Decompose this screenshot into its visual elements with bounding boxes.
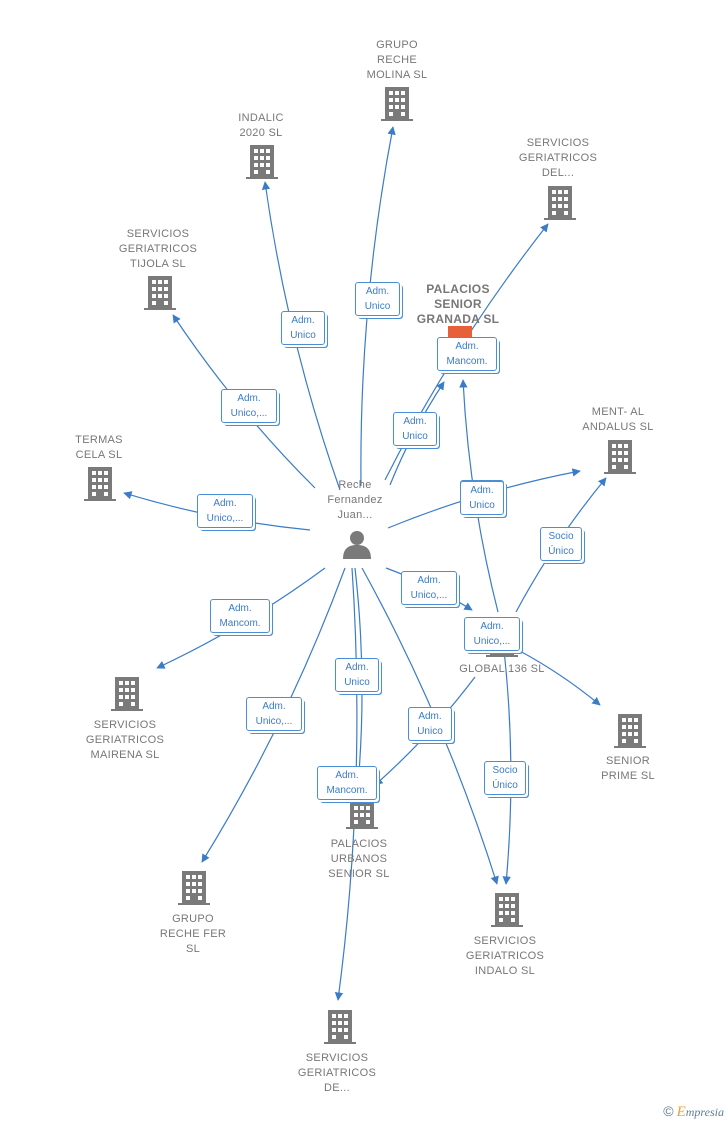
node-label-senior-prime[interactable]: SENIOR PRIME SL	[601, 755, 655, 782]
building-icon[interactable]	[604, 440, 636, 474]
edge-label-palacios-senior-granada[interactable]: Adm. Unico	[460, 481, 504, 515]
node-label-servicios-geriatricos-indalo[interactable]: SERVICIOS GERIATRICOS INDALO SL	[465, 935, 545, 977]
building-icon[interactable]	[491, 893, 523, 927]
node-label-grupo-reche-fer[interactable]: GRUPO RECHE FER SL	[159, 913, 227, 955]
node-label-servicios-geriatricos-del[interactable]: SERVICIOS GERIATRICOS DEL...	[518, 137, 598, 179]
node-label-ment-al-andalus[interactable]: MENT- AL ANDALUS SL	[582, 406, 654, 433]
node-label-indalic-2020[interactable]: INDALIC 2020 SL	[238, 112, 284, 139]
node-label-reche-fernandez-juan[interactable]: Reche Fernandez Juan...	[327, 479, 383, 521]
building-icon[interactable]	[111, 677, 143, 711]
node-label-servicios-geriatricos-tijola[interactable]: SERVICIOS GERIATRICOS TIJOLA SL	[118, 228, 198, 270]
node-label-palacios-senior-granada[interactable]: PALACIOS SENIOR GRANADA SL	[416, 282, 500, 326]
edge-label-servicios-geriatricos-indalo[interactable]: Socio Único	[484, 761, 526, 795]
building-icon[interactable]	[614, 714, 646, 748]
copyright-icon: ©	[663, 1103, 674, 1119]
brand-initial: E	[676, 1104, 686, 1120]
edge-label-termas-cela[interactable]: Adm. Unico,...	[197, 494, 253, 528]
edge-label-servicios-geriatricos-tijola[interactable]: Adm. Unico,...	[221, 389, 277, 423]
edge-global-136-to-senior-prime	[517, 649, 601, 706]
edge-label-ment-al-andalus[interactable]: Socio Único	[540, 527, 582, 561]
edge-label-palacios-urbanos-senior[interactable]: Adm. Unico	[335, 658, 379, 692]
edge-label-global-136[interactable]: Adm. Unico,...	[401, 571, 457, 605]
node-label-global-136[interactable]: GLOBAL 136 SL	[459, 663, 545, 675]
edge-label-grupo-reche-molina[interactable]: Adm. Unico	[355, 282, 400, 316]
edge-label-servicios-geriatricos-mairena[interactable]: Adm. Mancom.	[210, 599, 270, 633]
brand-name[interactable]: mpresia	[685, 1105, 724, 1119]
building-icon[interactable]	[144, 276, 176, 310]
building-icon[interactable]	[324, 1010, 356, 1044]
node-label-grupo-reche-molina[interactable]: GRUPO RECHE MOLINA SL	[366, 39, 428, 81]
node-label-termas-cela[interactable]: TERMAS CELA SL	[75, 434, 123, 461]
edge-label-indalic-2020[interactable]: Adm. Unico	[281, 311, 325, 345]
building-icon[interactable]	[84, 467, 116, 501]
node-label-servicios-geriatricos-de[interactable]: SERVICIOS GERIATRICOS DE...	[297, 1052, 377, 1094]
node-label-palacios-urbanos-senior[interactable]: PALACIOS URBANOS SENIOR SL	[328, 838, 390, 880]
edge-label-servicios-geriatricos-del[interactable]: Adm. Unico	[393, 412, 437, 446]
person-icon[interactable]	[343, 531, 371, 559]
edge-label-grupo-reche-fer[interactable]: Adm. Unico,...	[246, 697, 302, 731]
empresia-footer: © Empresia	[663, 1103, 724, 1121]
edge-label-palacios-senior-granada[interactable]: Adm. Mancom.	[437, 337, 497, 371]
edge-label-servicios-geriatricos-de[interactable]: Adm. Mancom.	[317, 766, 377, 800]
edge-label-servicios-geriatricos-indalo[interactable]: Adm. Unico	[408, 707, 452, 741]
edge-label-senior-prime[interactable]: Adm. Unico,...	[464, 617, 520, 651]
building-icon[interactable]	[346, 795, 378, 829]
building-icon[interactable]	[544, 186, 576, 220]
building-icon[interactable]	[381, 87, 413, 121]
building-icon[interactable]	[178, 871, 210, 905]
node-label-servicios-geriatricos-mairena[interactable]: SERVICIOS GERIATRICOS MAIRENA SL	[85, 719, 165, 761]
building-icon[interactable]	[246, 145, 278, 179]
